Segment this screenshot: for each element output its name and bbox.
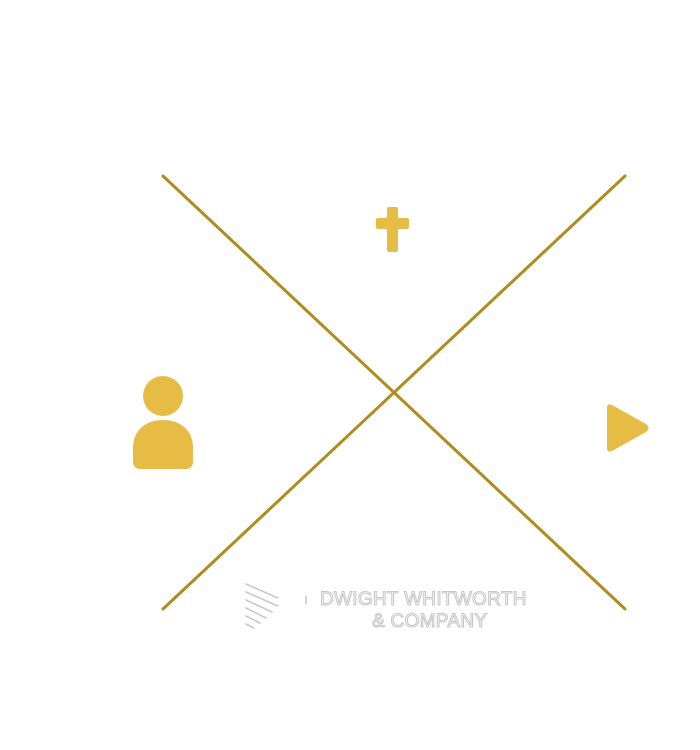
logo-name-line1: DWIGHT WHITWORTH (320, 589, 527, 610)
cross-icon (376, 207, 409, 252)
logo-mark-icon (245, 583, 307, 629)
logo-name-line2: & COMPANY (372, 611, 487, 632)
diagonal-line-up (161, 174, 627, 611)
person-icon (133, 376, 193, 469)
play-icon (607, 404, 649, 452)
company-logo: DWIGHT WHITWORTH & COMPANY (245, 583, 527, 633)
